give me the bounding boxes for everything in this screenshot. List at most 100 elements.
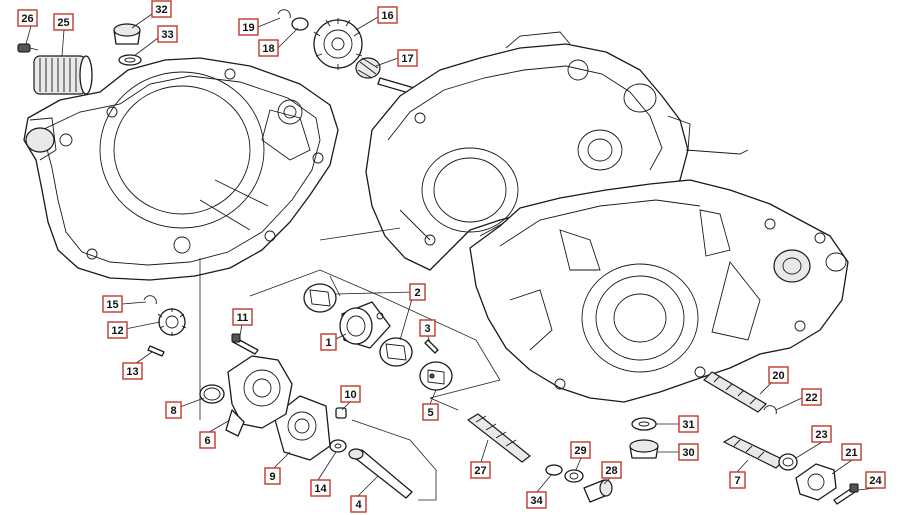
svg-text:30: 30 xyxy=(682,447,694,459)
svg-text:29: 29 xyxy=(574,445,586,457)
callout-19: 19 xyxy=(238,18,259,36)
washer-29 xyxy=(564,469,584,483)
callout-28: 28 xyxy=(601,461,622,479)
svg-text:26: 26 xyxy=(21,13,33,25)
drain-plug xyxy=(113,23,141,45)
pump-rotor-outer-1 xyxy=(303,283,337,313)
pump-housing-1 xyxy=(339,301,391,349)
washer-14 xyxy=(329,439,347,453)
filter-screen-20 xyxy=(703,371,767,413)
callout-12: 12 xyxy=(107,321,128,339)
assembly-guide-lines xyxy=(199,227,501,501)
svg-text:25: 25 xyxy=(57,17,69,29)
callout-22: 22 xyxy=(801,388,822,406)
pin-10 xyxy=(335,407,347,419)
callout-29: 29 xyxy=(570,441,591,459)
clip-19 xyxy=(277,9,291,19)
svg-text:4: 4 xyxy=(355,499,362,511)
callout-24: 24 xyxy=(865,471,886,489)
svg-text:14: 14 xyxy=(314,483,327,495)
callout-2: 2 xyxy=(409,283,426,301)
svg-text:11: 11 xyxy=(237,312,249,324)
o-ring-8 xyxy=(199,384,225,404)
svg-text:13: 13 xyxy=(126,366,138,378)
gear-12 xyxy=(157,308,187,336)
svg-text:21: 21 xyxy=(845,447,857,459)
callout-33: 33 xyxy=(157,25,178,43)
svg-text:31: 31 xyxy=(682,419,694,431)
svg-text:17: 17 xyxy=(401,53,413,65)
callout-11: 11 xyxy=(232,308,253,326)
svg-text:8: 8 xyxy=(170,405,176,417)
crankcase-upper-half xyxy=(365,31,749,271)
callout-17: 17 xyxy=(397,49,418,67)
svg-text:24: 24 xyxy=(869,475,882,487)
svg-text:9: 9 xyxy=(269,471,275,483)
washer-18 xyxy=(291,17,309,31)
svg-text:5: 5 xyxy=(427,407,433,419)
svg-text:27: 27 xyxy=(474,465,486,477)
callout-20: 20 xyxy=(768,366,789,384)
callout-1: 1 xyxy=(320,333,337,351)
callout-4: 4 xyxy=(350,495,367,513)
svg-text:15: 15 xyxy=(106,299,118,311)
plug-washer xyxy=(118,54,142,66)
callout-18: 18 xyxy=(258,39,279,57)
svg-text:22: 22 xyxy=(805,392,817,404)
pin-3 xyxy=(424,339,439,354)
o-ring-23 xyxy=(778,453,798,471)
callout-5: 5 xyxy=(422,403,439,421)
svg-text:12: 12 xyxy=(111,325,123,337)
svg-text:1: 1 xyxy=(325,337,331,349)
callout-25: 25 xyxy=(53,13,74,31)
pump-rotor-5 xyxy=(419,361,453,391)
needle-bearing xyxy=(355,57,381,79)
callout-3: 3 xyxy=(419,319,436,337)
callout-23: 23 xyxy=(811,425,832,443)
callout-26: 26 xyxy=(17,9,38,27)
callout-13: 13 xyxy=(122,362,143,380)
callout-30: 30 xyxy=(678,443,699,461)
callout-8: 8 xyxy=(165,401,182,419)
callout-31: 31 xyxy=(678,415,699,433)
pin-13 xyxy=(147,345,165,357)
bolt-24 xyxy=(833,483,859,505)
callout-9: 9 xyxy=(264,467,281,485)
svg-text:28: 28 xyxy=(605,465,617,477)
svg-text:34: 34 xyxy=(530,495,543,507)
svg-text:6: 6 xyxy=(204,435,210,447)
svg-text:16: 16 xyxy=(381,10,393,22)
callout-34: 34 xyxy=(526,491,547,509)
svg-text:33: 33 xyxy=(161,29,173,41)
svg-text:3: 3 xyxy=(424,323,430,335)
callout-14: 14 xyxy=(310,479,331,497)
pump-rotor-2 xyxy=(379,337,413,367)
plug-30 xyxy=(629,439,659,459)
svg-text:2: 2 xyxy=(414,287,420,299)
filter-screen-7 xyxy=(722,435,786,469)
svg-text:18: 18 xyxy=(262,43,274,55)
leader-lines xyxy=(25,13,877,497)
svg-text:10: 10 xyxy=(344,389,356,401)
filter-screw xyxy=(17,43,39,53)
filter-screen-27 xyxy=(466,413,531,463)
oil-filter xyxy=(33,55,93,95)
callout-21: 21 xyxy=(841,443,862,461)
svg-text:32: 32 xyxy=(155,4,167,16)
svg-text:20: 20 xyxy=(772,370,784,382)
clip-15 xyxy=(143,295,157,305)
svg-text:23: 23 xyxy=(815,429,827,441)
bolt-11 xyxy=(231,333,259,355)
callout-7: 7 xyxy=(729,471,746,489)
cover-21 xyxy=(795,463,837,501)
callout-27: 27 xyxy=(470,461,491,479)
callout-6: 6 xyxy=(199,431,216,449)
callout-15: 15 xyxy=(102,295,123,313)
pump-cover-9 xyxy=(273,395,331,461)
plug-28 xyxy=(583,479,613,503)
pump-body-6 xyxy=(225,355,293,437)
washer-34 xyxy=(545,464,563,476)
svg-text:19: 19 xyxy=(242,22,254,34)
callout-32: 32 xyxy=(151,0,172,18)
